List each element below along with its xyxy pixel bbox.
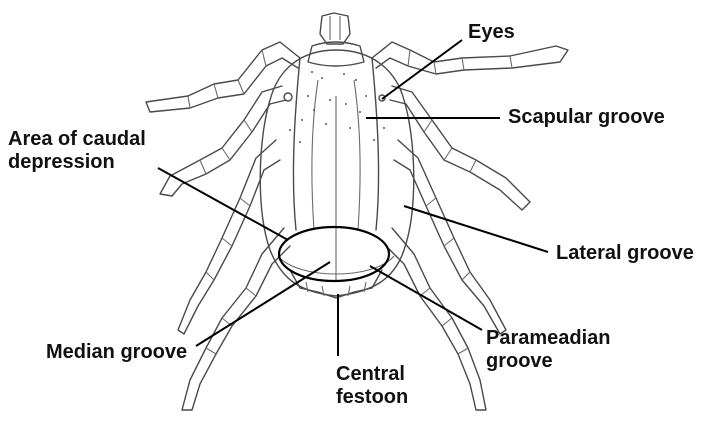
- label-parameadian-groove: Parameadian groove: [486, 327, 611, 373]
- label-parameadian-line1: Parameadian: [486, 327, 611, 349]
- leader-eyes: [381, 39, 463, 100]
- tick-body: [259, 49, 415, 299]
- label-festoon-line2: festoon: [336, 386, 409, 408]
- label-parameadian-line2: groove: [486, 350, 553, 372]
- capitulum: [307, 12, 365, 67]
- label-caudal-line1: Area of caudal: [8, 128, 146, 150]
- leader-parameadian-groove: [369, 265, 483, 331]
- label-festoon-line1: Central: [336, 363, 405, 385]
- label-central-festoon: Central festoon: [336, 363, 408, 409]
- leader-caudal-depression: [157, 167, 289, 241]
- caudal-depression-ellipse: [277, 225, 391, 283]
- legs-left: [145, 41, 301, 411]
- label-eyes: Eyes: [468, 21, 515, 43]
- label-scapular-groove: Scapular groove: [508, 106, 665, 128]
- leader-median-groove: [195, 261, 331, 347]
- label-lateral-groove: Lateral groove: [556, 242, 694, 264]
- leader-lines: [157, 39, 549, 356]
- label-median-groove: Median groove: [46, 341, 188, 363]
- label-caudal-depression: Area of caudal depression: [8, 128, 146, 174]
- label-caudal-line2: depression: [8, 151, 115, 173]
- leader-lateral-groove: [403, 205, 549, 253]
